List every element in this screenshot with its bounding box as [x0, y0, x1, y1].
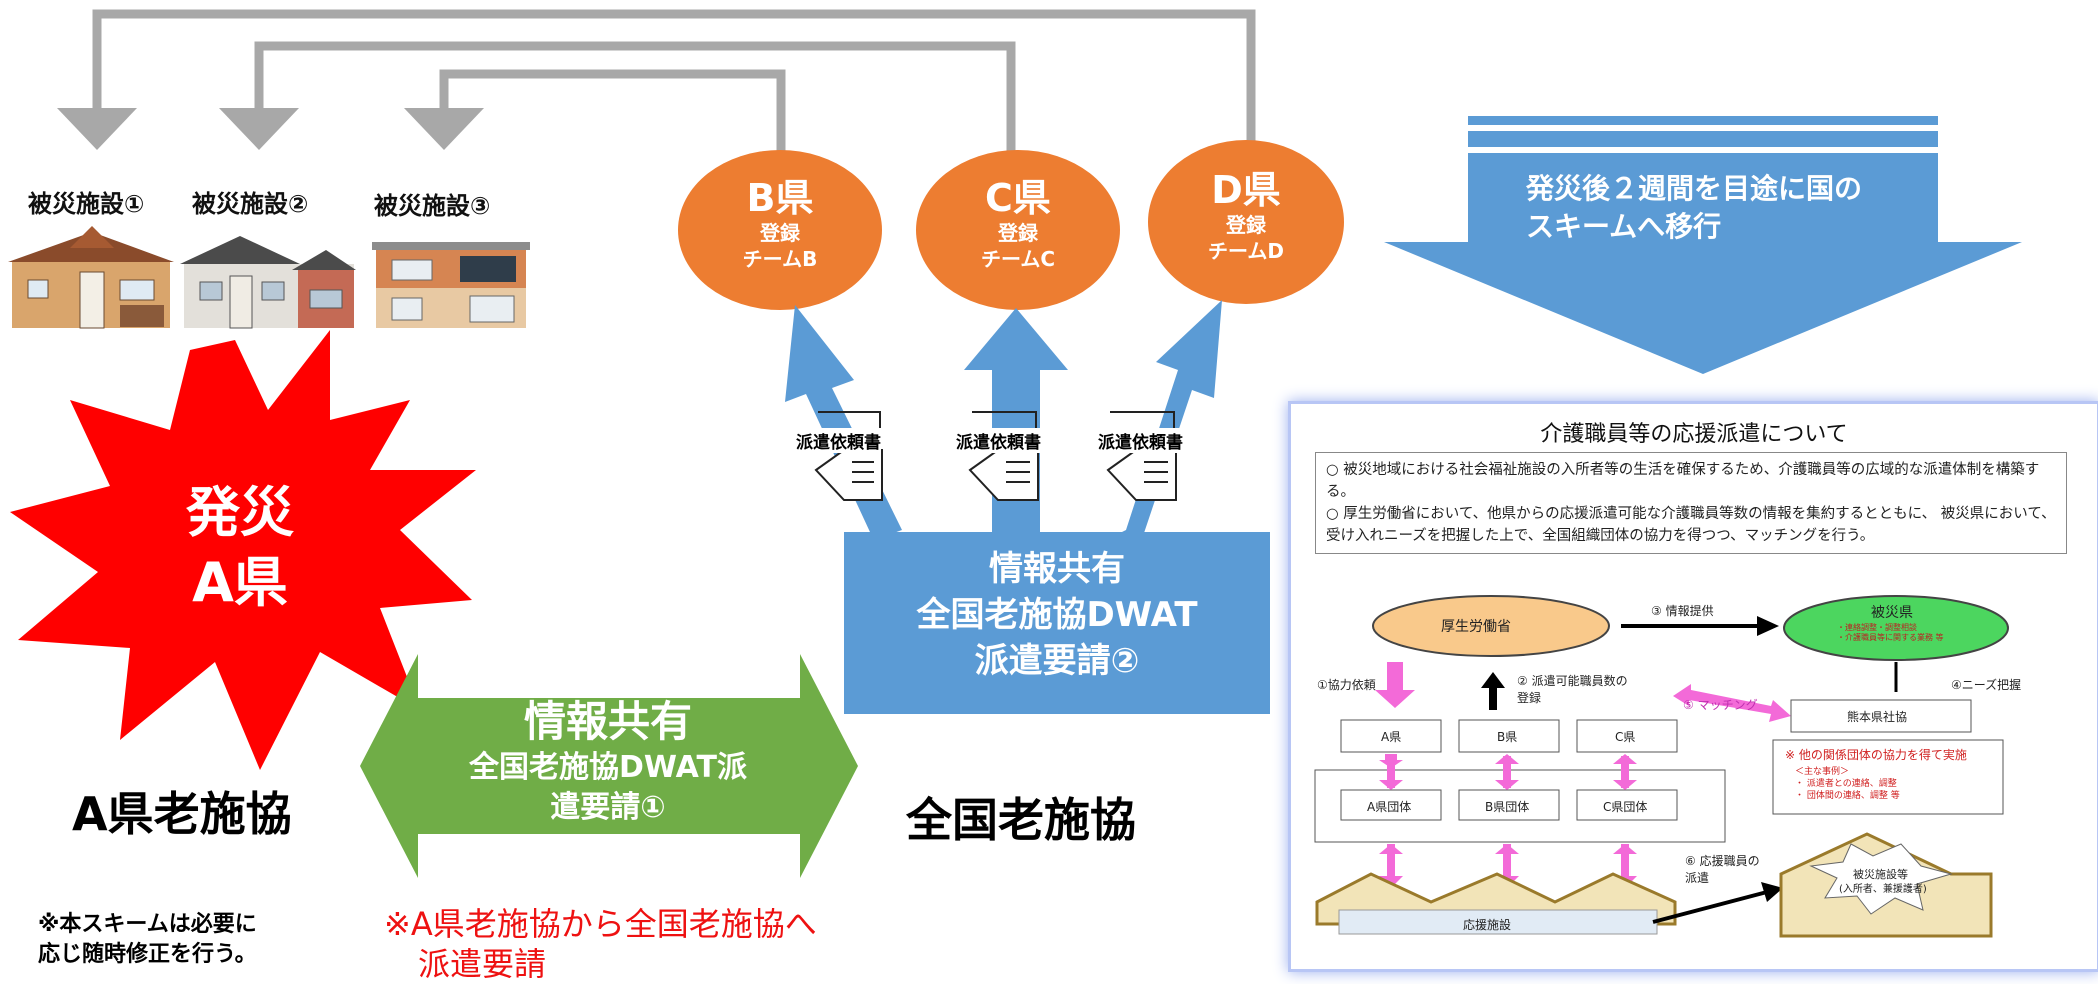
panel-other-sub3: ・ 団体間の連絡、調整 等: [1795, 791, 1900, 801]
prefecture-c-line1: 登録: [998, 221, 1038, 245]
panel-other-sub1: ＜主な事例＞: [1795, 767, 1850, 777]
panel-mhlw: 厚生労働省: [1441, 619, 1511, 635]
blue-box-text: 情報共有 全国老施協DWAT 派遣要請②: [844, 546, 1270, 684]
panel-title: 介護職員等の応援派遣について: [1540, 422, 1848, 447]
prefecture-b-line2: チームB: [742, 247, 818, 271]
facility-arrowheads: [57, 108, 484, 150]
house-icon-2: [180, 236, 356, 329]
panel-graphics: [1314, 595, 2009, 938]
panel-group-b: B県団体: [1485, 800, 1530, 814]
facility-label-3: 被災施設③: [374, 192, 491, 220]
panel-disaster-facility: 被災施設等: [1853, 868, 1908, 881]
prefecture-b: B県 登録 チームB: [690, 176, 870, 272]
facility-label-1: 被災施設①: [28, 190, 145, 218]
panel-disaster-facility-sub: (入所者、兼援護者): [1839, 884, 1927, 895]
prefecture-bubbles: [678, 140, 1344, 310]
panel-registration: ② 派遣可能職員数の登録: [1517, 674, 1628, 705]
panel-group-c: C県団体: [1603, 800, 1648, 814]
panel-disaster-pref: 被災県: [1871, 605, 1913, 621]
big-arrow-line2: スキームへ移行: [1526, 210, 1722, 243]
panel-disaster-pref-sub1: ・連絡調整・調整相談: [1837, 623, 1917, 632]
scheme-panel: 介護職員等の応援派遣について ○ 被災地域における社会福祉施設の入所者等の生活を…: [1288, 401, 2098, 972]
dispatch-doc-label-2: 派遣依頼書: [956, 428, 1041, 453]
blue-up-arrows: [785, 300, 1222, 545]
routing-lines: [92, 9, 1256, 160]
prefecture-d-name: D県: [1211, 168, 1281, 212]
green-arrow-line1: 情報共有: [523, 697, 692, 746]
house-icon-3: [372, 242, 530, 328]
panel-pref-b: B県: [1497, 730, 1518, 744]
big-down-arrow: [1384, 116, 2022, 374]
panel-info-provide: ③ 情報提供: [1651, 604, 1714, 618]
note-red-line1: ※A県老施協から全国老施協へ: [384, 905, 817, 943]
blue-info-box: [844, 532, 1270, 714]
prefecture-b-line1: 登録: [760, 221, 800, 245]
prefecture-c-line2: チームC: [980, 247, 1056, 271]
panel-support-facility: 応援施設: [1463, 918, 1512, 932]
panel-pref-c: C県: [1615, 730, 1636, 744]
disaster-line1: 発災: [186, 481, 294, 544]
green-arrow-text: 情報共有 全国老施協DWAT派 遣要請①: [410, 696, 806, 828]
blue-box-line3: 派遣要請②: [974, 641, 1140, 681]
note-red: ※A県老施協から全国老施協へ 派遣要請: [384, 904, 817, 984]
panel-group-a: A県団体: [1367, 800, 1412, 814]
a-assoc-label: A県老施協: [72, 787, 292, 841]
panel-intro: ○ 被災地域における社会福祉施設の入所者等の生活を確保するため、介護職員等の広域…: [1315, 452, 2067, 554]
panel-kumamoto: 熊本県社協: [1847, 710, 1908, 724]
document-icons: [814, 411, 1177, 501]
panel-bullet-2: ○ 厚生労働省において、他県からの応援派遣可能な介護職員等数の情報を集約するとと…: [1326, 506, 2056, 544]
panel-bullet-1: ○ 被災地域における社会福祉施設の入所者等の生活を確保するため、介護職員等の広域…: [1326, 462, 2040, 500]
national-assoc-label: 全国老施協: [906, 793, 1136, 847]
panel-coop-request: ①協力依頼: [1317, 678, 1376, 692]
panel-matching: ⑤ マッチング: [1683, 698, 1758, 712]
green-arrow-line3: 遣要請①: [550, 790, 666, 825]
dispatch-doc-label-1: 派遣依頼書: [796, 428, 881, 453]
disaster-label: 発災 A県: [140, 478, 340, 618]
prefecture-d: D県 登録 チームD: [1156, 168, 1336, 264]
big-arrow-line1: 発災後２週間を目途に国の: [1526, 172, 1863, 205]
dispatch-doc-label-3: 派遣依頼書: [1098, 428, 1183, 453]
panel-needs: ④ニーズ把握: [1951, 678, 2022, 692]
disaster-starburst: [10, 330, 476, 770]
note-red-line2: 派遣要請: [418, 945, 547, 983]
disaster-line2: A県: [192, 551, 288, 614]
panel-other-coop: ※ 他の関係団体の協力を得て実施: [1785, 748, 1967, 762]
note-left: ※本スキームは必要に 応じ随時修正を行う。: [38, 910, 257, 970]
panel-pref-a: A県: [1381, 730, 1402, 744]
panel-disaster-pref-sub2: ・介護職員等に関する業務 等: [1837, 633, 1944, 642]
note-left-line2: 応じ随時修正を行う。: [38, 942, 257, 967]
green-double-arrow: [360, 654, 858, 878]
green-arrow-line2: 全国老施協DWAT派: [469, 750, 747, 785]
house-icon-1: [8, 226, 174, 329]
facility-label-2: 被災施設②: [192, 190, 309, 218]
prefecture-d-line2: チームD: [1207, 239, 1284, 263]
panel-other-sub2: ・ 派遣者との連絡、調整: [1795, 779, 1897, 789]
prefecture-d-line1: 登録: [1226, 213, 1266, 237]
prefecture-c: C県 登録 チームC: [928, 176, 1108, 272]
prefecture-c-name: C県: [985, 176, 1051, 220]
prefecture-b-name: B県: [746, 176, 814, 220]
big-arrow-text: 発災後２週間を目途に国の スキームへ移行: [1526, 170, 1862, 246]
blue-box-line1: 情報共有: [989, 549, 1125, 589]
blue-box-line2: 全国老施協DWAT: [916, 595, 1198, 635]
panel-dispatch: ⑥ 応援職員の派遣: [1685, 854, 1760, 885]
note-left-line1: ※本スキームは必要に: [38, 912, 257, 937]
